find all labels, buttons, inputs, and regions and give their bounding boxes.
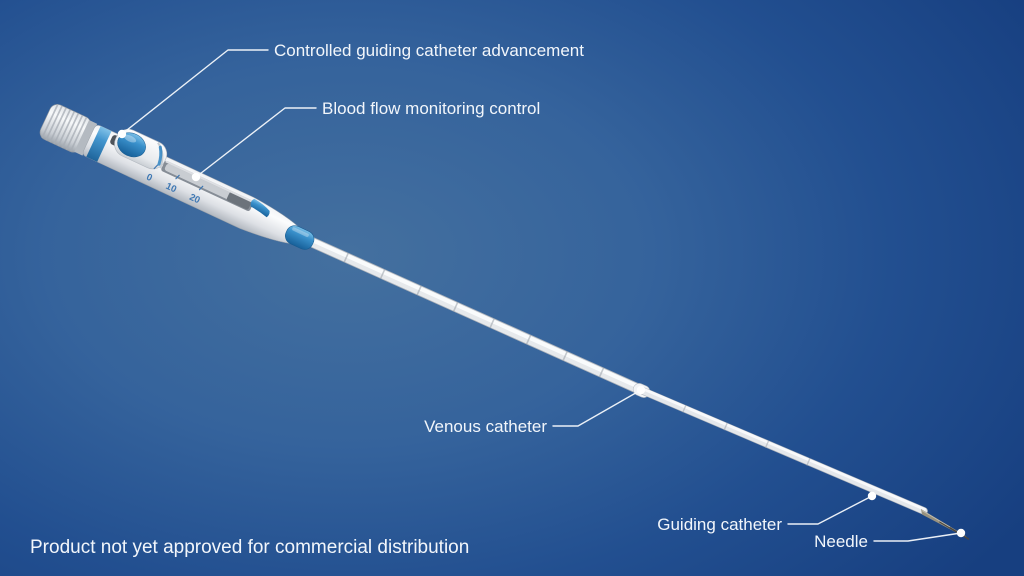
guiding-catheter-shaft (639, 387, 928, 515)
end-cap-ribs (41, 103, 88, 152)
leader-dot (117, 129, 127, 139)
handle-collar (74, 120, 98, 156)
depth-marks (682, 404, 811, 466)
slider-highlight (124, 134, 137, 143)
scale-ticks (153, 164, 204, 191)
handle-nozzle (285, 225, 315, 250)
leader-dot (636, 385, 646, 395)
catheter-advancement-slider (117, 132, 146, 158)
annotation-venous-catheter: Venous catheter (424, 385, 646, 436)
leader-line (195, 107, 317, 178)
flow-monitor-patch (250, 198, 270, 218)
annotation-needle: Needle (814, 528, 966, 551)
handle-nozzle-highlight (292, 227, 309, 237)
annotation-label-advancement: Controlled guiding catheter advancement (274, 41, 584, 60)
scale-marking-20: 20 (187, 192, 201, 206)
annotation-label-flow-monitoring: Blood flow monitoring control (322, 99, 540, 118)
leader-line (787, 495, 873, 525)
leader-dot (867, 491, 877, 501)
leader-line (873, 532, 962, 542)
depth-scale-track (161, 160, 254, 212)
leader-dot (191, 172, 201, 182)
device-handle: 0 10 20 (39, 103, 315, 250)
catheter-shaft (290, 229, 970, 540)
annotation-label-guiding-catheter: Guiding catheter (657, 515, 782, 534)
annotation-guiding-catheter: Guiding catheter (657, 491, 877, 534)
annotation-advancement: Controlled guiding catheter advancement (117, 41, 584, 139)
leader-line (552, 389, 642, 427)
annotation-flow-monitoring: Blood flow monitoring control (191, 99, 540, 182)
handle-blue-ring (86, 126, 112, 162)
leader-dot (956, 528, 966, 538)
slider-blue-sliver (157, 145, 163, 166)
annotation-label-needle: Needle (814, 532, 868, 551)
disclaimer-text: Product not yet approved for commercial … (30, 537, 469, 558)
annotation-label-venous-catheter: Venous catheter (424, 417, 547, 436)
leader-line (121, 49, 269, 135)
depth-marks (343, 252, 605, 378)
scale-marking-10: 10 (164, 181, 178, 195)
scale-marking-0: 0 (145, 172, 154, 184)
venous-catheter-shaft (290, 229, 649, 397)
